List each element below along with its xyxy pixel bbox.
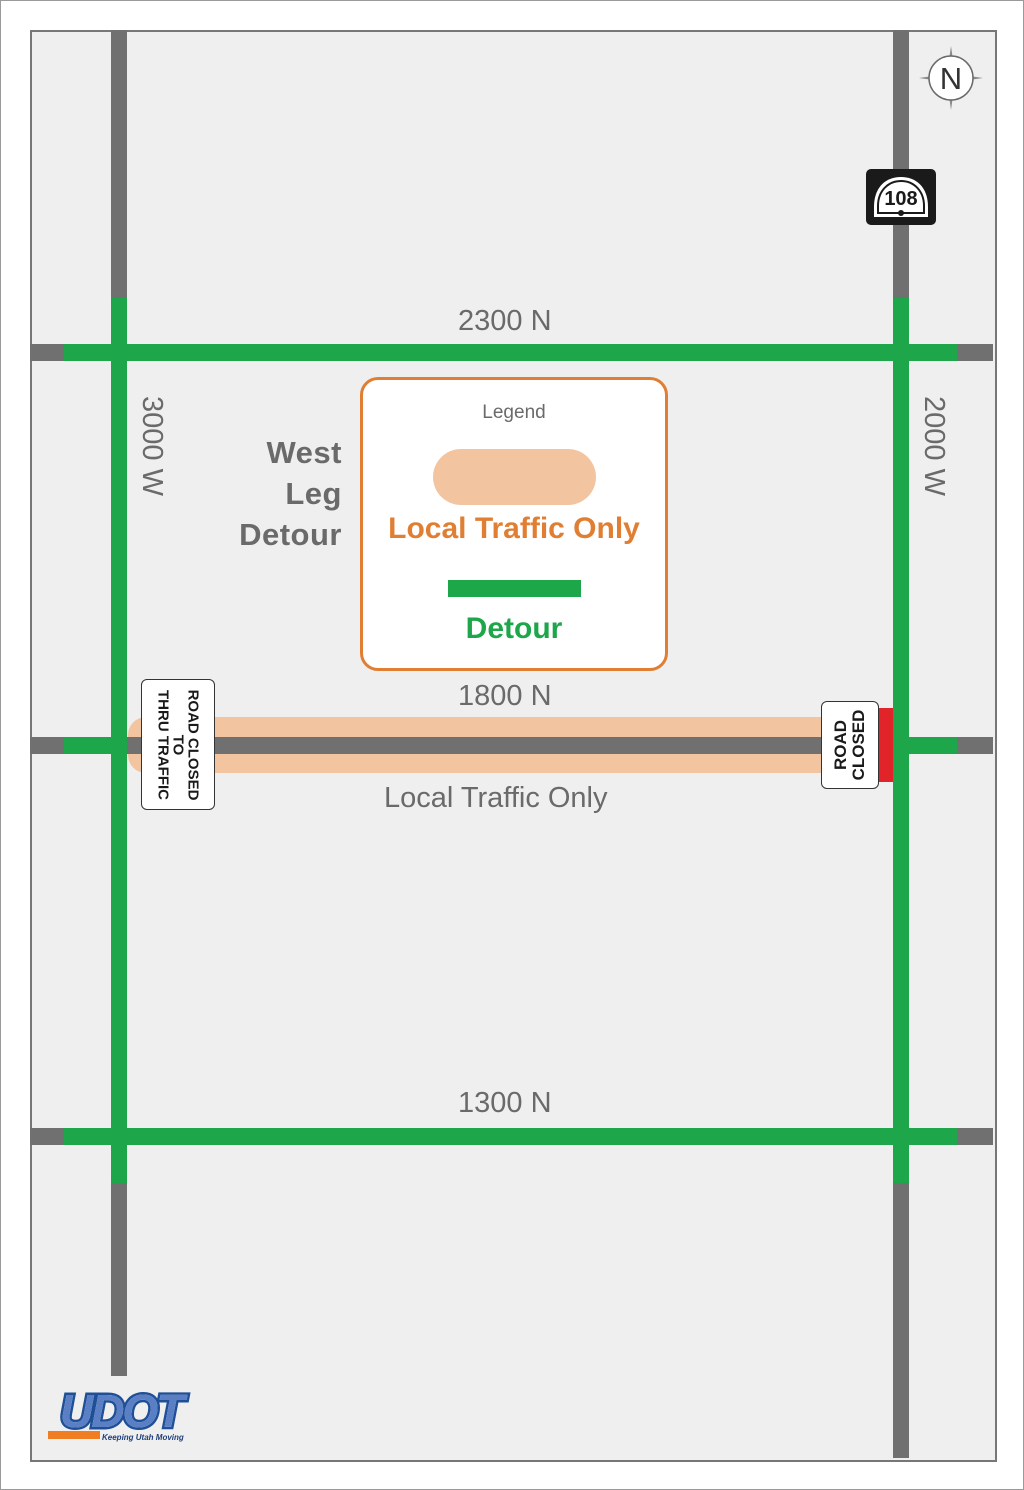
road-closed-sign: ROAD CLOSED [821, 701, 879, 789]
legend-detour-label: Detour [465, 612, 563, 645]
legend-local-traffic-swatch [433, 449, 596, 505]
road-2300n-west-stub [30, 344, 64, 361]
map-title-line-3: Detour [239, 517, 342, 552]
map-title-line-2: Leg [285, 476, 342, 511]
north-arrow-icon: N [919, 46, 983, 110]
road-1800n-east-stub [957, 737, 993, 754]
sign-line-2: TO [169, 734, 187, 755]
map-title: West Leg Detour [239, 432, 342, 555]
sign-line-1: ROAD CLOSED [184, 689, 202, 800]
road-1300n-east-stub [957, 1128, 993, 1145]
detour-3000w [111, 298, 127, 1183]
route-shield-icon: 108 [866, 169, 936, 225]
road-closed-to-thru-traffic-sign: ROAD CLOSED TO THRU TRAFFIC [141, 679, 215, 810]
road-closure-marker [879, 708, 893, 782]
logo-tagline: Keeping Utah Moving [102, 1433, 184, 1442]
road-2300n-east-stub [957, 344, 993, 361]
detour-2300n [64, 344, 957, 361]
legend-local-traffic-label: Local Traffic Only [388, 512, 640, 545]
sign-line-1: ROAD [831, 719, 850, 771]
street-label-2000w: 2000 W [918, 396, 950, 496]
road-2000w-north-segment [893, 30, 909, 298]
legend-detour-swatch [448, 580, 581, 597]
street-label-1800n: 1800 N [458, 680, 552, 712]
road-2000w-south-segment [893, 1183, 909, 1458]
road-1300n-west-stub [30, 1128, 64, 1145]
sign-text: ROAD CLOSED [831, 709, 868, 781]
sign-text: ROAD CLOSED TO THRU TRAFFIC [154, 689, 202, 800]
road-1800n-closed-segment [127, 737, 893, 754]
legend-title: Legend [482, 402, 546, 423]
detour-1800n-east [909, 737, 957, 754]
road-3000w-south-segment [111, 1183, 127, 1376]
legend: Legend Local Traffic Only Detour [360, 377, 668, 671]
street-label-1300n: 1300 N [458, 1087, 552, 1119]
sign-line-3: THRU TRAFFIC [154, 689, 172, 800]
compass-letter: N [940, 61, 962, 96]
local-traffic-note: Local Traffic Only [384, 782, 608, 814]
logo-wordmark: UDOT [60, 1385, 188, 1437]
route-number: 108 [884, 188, 917, 210]
logo-wordmark-fill: UDOT [60, 1385, 188, 1437]
road-3000w-north-segment [111, 30, 127, 298]
road-1800n-west-stub [30, 737, 64, 754]
sign-line-2: CLOSED [849, 709, 868, 781]
detour-1300n [64, 1128, 957, 1145]
street-label-2300n: 2300 N [458, 305, 552, 337]
street-label-3000w: 3000 W [136, 396, 168, 496]
udot-logo: UDOT UDOT [48, 1385, 193, 1440]
detour-1800n-west [64, 737, 111, 754]
map-title-line-1: West [266, 435, 342, 470]
detour-2000w [893, 298, 909, 1183]
